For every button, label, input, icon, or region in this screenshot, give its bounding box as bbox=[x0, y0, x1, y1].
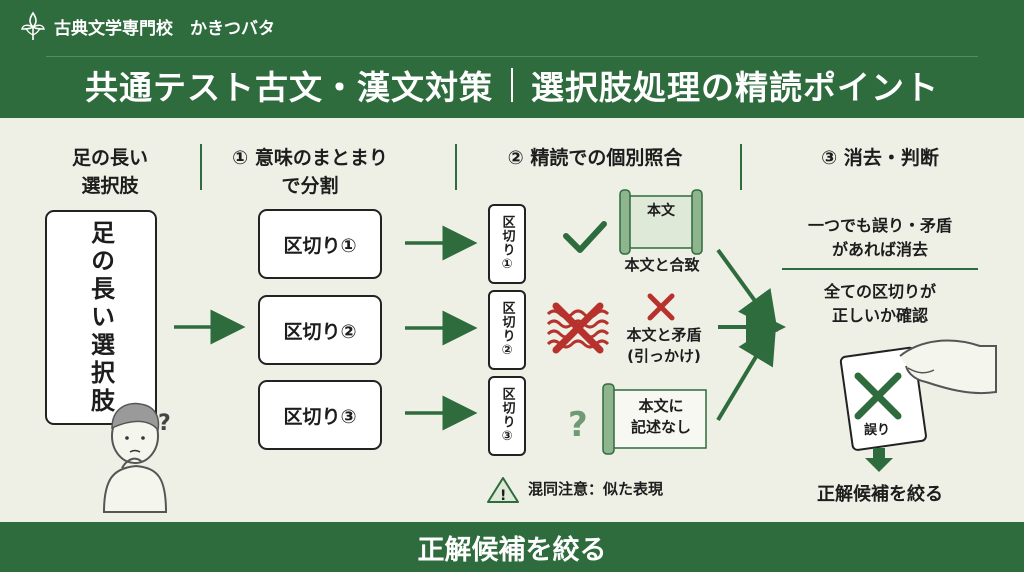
contradiction-wave-icon bbox=[546, 302, 610, 354]
result-not-stated: 本文に 記述なし bbox=[630, 397, 691, 436]
svg-text:!: ! bbox=[500, 488, 506, 504]
caution-note: 混同注意：似た表現 bbox=[490, 478, 663, 499]
segment-card-2: 区切り② bbox=[488, 290, 526, 370]
question-mark-icon: ? bbox=[568, 405, 588, 445]
page-title: 共通テスト古文・漢文対策 選択肢処理の精読ポイント bbox=[46, 56, 978, 113]
column-divider bbox=[740, 144, 742, 190]
column-divider bbox=[200, 144, 202, 190]
warning-icon: ! bbox=[487, 477, 519, 504]
segment-card-label: 区切り② bbox=[499, 301, 515, 359]
scroll-text-top: 本文 bbox=[636, 202, 686, 220]
arrow-down-icon bbox=[865, 448, 893, 472]
arrow-converge-icon bbox=[716, 322, 777, 422]
narrow-candidates: 正解候補を絞る bbox=[817, 484, 943, 505]
caution-text: 混同注意：似た表現 bbox=[528, 480, 664, 498]
elimination-rule: 一つでも誤り・矛盾 があれば消去 bbox=[807, 216, 952, 259]
segment-box-3: 区切り③ bbox=[258, 380, 382, 450]
hand-holding-card-icon bbox=[839, 339, 997, 451]
check-icon bbox=[563, 221, 607, 253]
check-all-segments: 全ての区切りが 正しいか確認 bbox=[823, 282, 936, 325]
column-divider bbox=[455, 144, 457, 190]
segment-label: 区切り② bbox=[283, 320, 357, 343]
cross-icon bbox=[647, 293, 675, 321]
scroll-text: 本文 bbox=[647, 203, 675, 219]
segment-box-2: 区切り② bbox=[258, 295, 382, 365]
thinking-person-icon: ? bbox=[102, 402, 171, 513]
long-option-text: 足の長い選択肢 bbox=[86, 219, 115, 416]
segment-card-label: 区切り① bbox=[499, 215, 515, 273]
title-right: 選択肢処理の精読ポイント bbox=[531, 68, 939, 107]
long-option-box: 足の長い選択肢 bbox=[45, 210, 157, 425]
segment-card-label: 区切り③ bbox=[499, 387, 515, 445]
card-label: 誤り bbox=[863, 423, 890, 438]
column-header-split: ① 意味のまとまり で分割 bbox=[232, 147, 388, 197]
segment-box-1: 区切り① bbox=[258, 209, 382, 279]
question-mark-icon: ? bbox=[158, 411, 171, 436]
title-left: 共通テスト古文・漢文対策 bbox=[85, 68, 493, 107]
column-header-judge: ③ 消去・判断 bbox=[821, 147, 939, 169]
arrow-converge-icon bbox=[716, 248, 778, 333]
scroll-icon bbox=[619, 189, 703, 255]
segment-card-1: 区切り① bbox=[488, 204, 526, 284]
brand: 古典文学専門校 かきつバタ bbox=[20, 10, 275, 42]
column-header-compare: ② 精読での個別照合 bbox=[507, 147, 683, 169]
brand-name: 古典文学専門校 かきつバタ bbox=[54, 18, 275, 39]
result-contradiction: 本文と矛盾 (引っかけ) bbox=[626, 326, 702, 365]
scroll-icon bbox=[602, 383, 707, 455]
divider-line bbox=[782, 268, 978, 270]
result-match: 本文と合致 bbox=[624, 256, 700, 274]
footer-banner: 正解候補を絞る bbox=[0, 522, 1024, 572]
segment-label: 区切り① bbox=[283, 234, 357, 257]
footer-text: 正解候補を絞る bbox=[417, 534, 607, 566]
segment-label: 区切り③ bbox=[283, 405, 357, 428]
column-header-long-option: 足の長い 選択肢 bbox=[71, 147, 148, 197]
iris-logo-icon bbox=[21, 11, 45, 40]
title-separator bbox=[511, 68, 513, 102]
segment-card-3: 区切り③ bbox=[488, 376, 526, 456]
